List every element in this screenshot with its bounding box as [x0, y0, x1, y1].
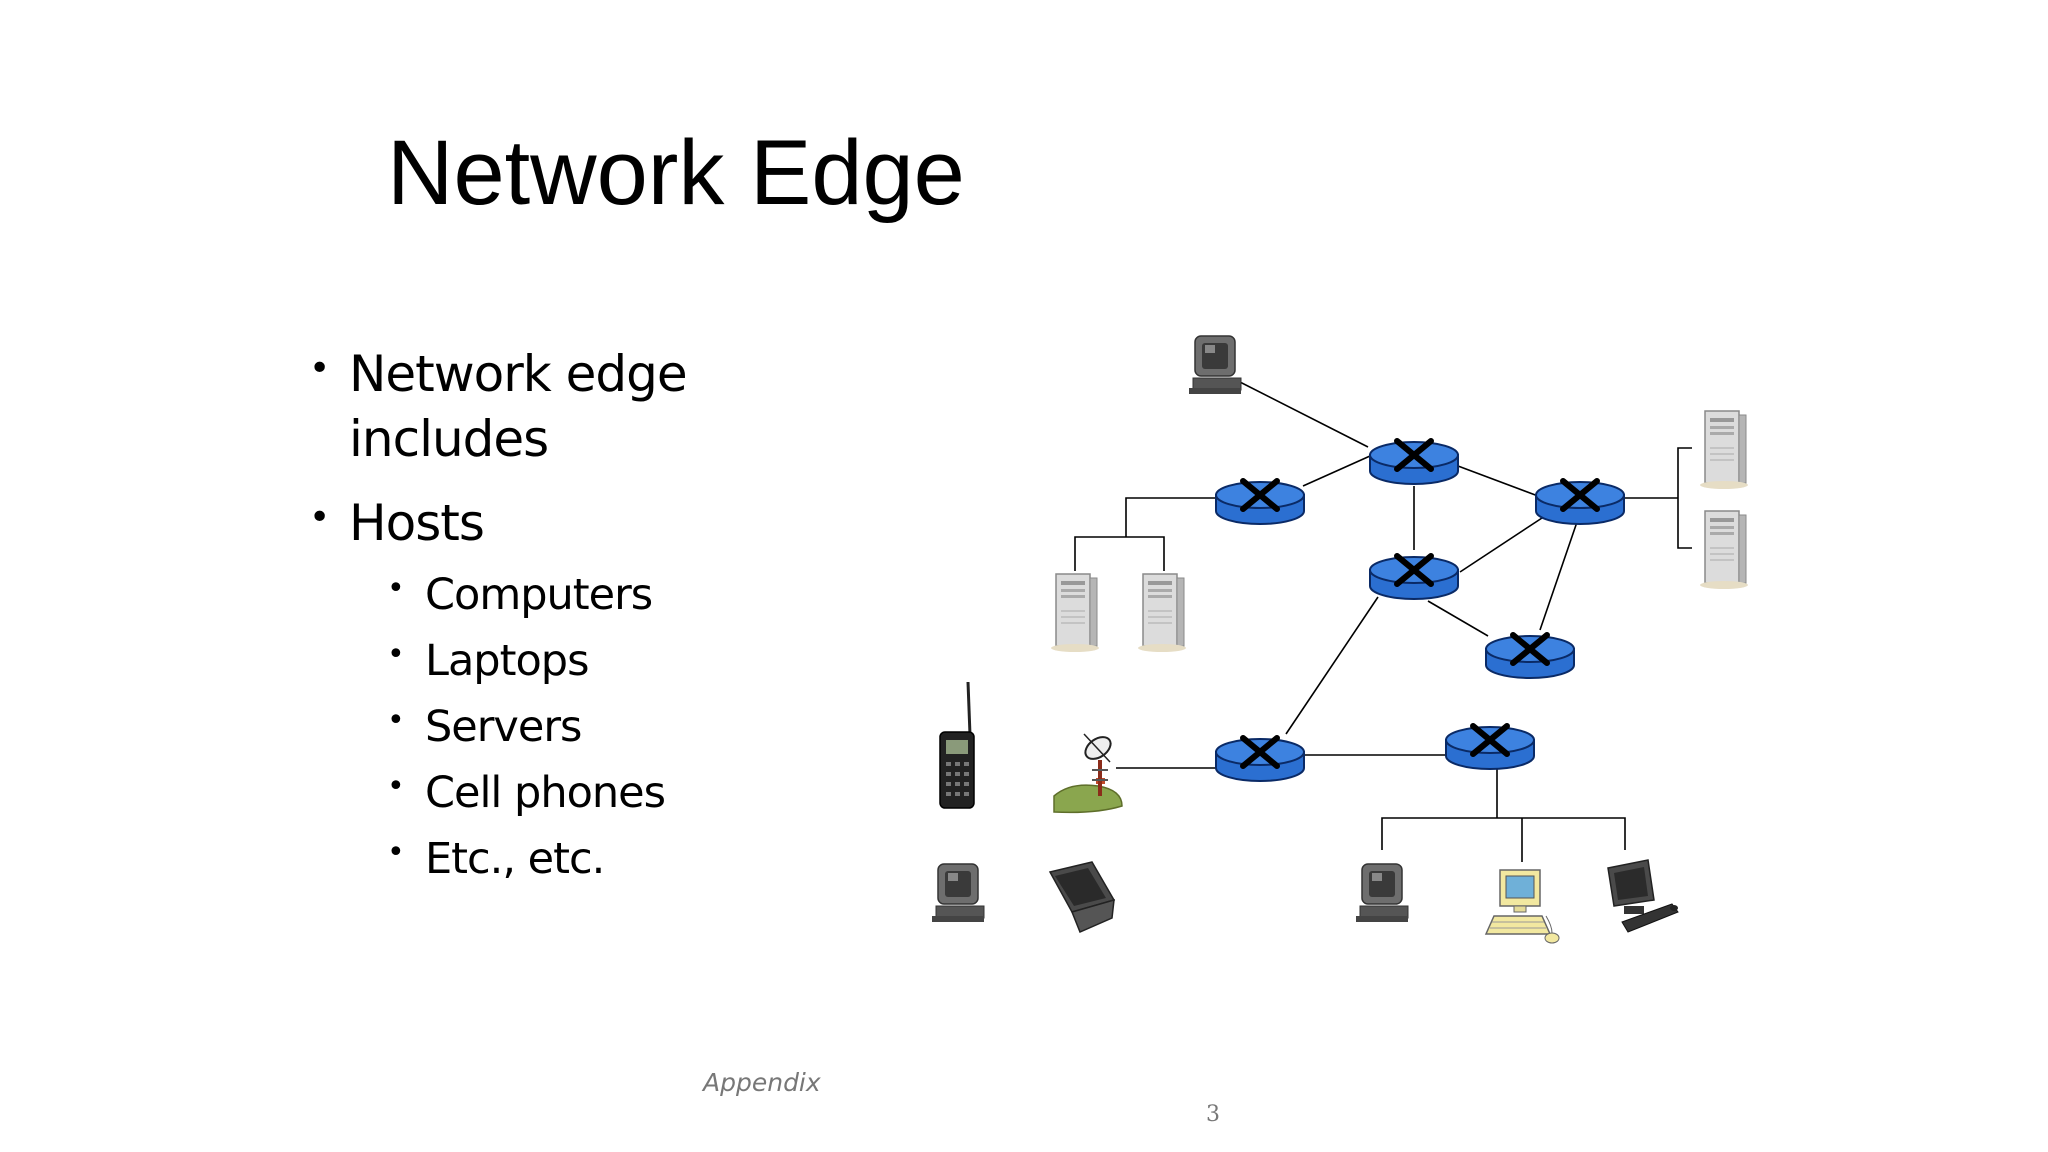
- bullet-hosts: • Hosts: [309, 491, 485, 556]
- router-icon: [1486, 635, 1574, 678]
- desktop-computer-icon: [1188, 335, 1242, 395]
- desktop-computer-icon: [931, 863, 985, 923]
- page-number: 3: [1206, 1102, 1220, 1127]
- sub-bullet-cell-phones: • Cell phones: [387, 765, 666, 821]
- bullet-dot: •: [387, 637, 405, 672]
- laptop-icon: [1048, 861, 1116, 933]
- cell-phone-icon: [939, 681, 975, 809]
- router-icon: [1216, 738, 1304, 781]
- sub-bullet-text: Etc., etc.: [425, 834, 605, 884]
- bullet-dot: •: [387, 703, 405, 738]
- sub-bullet-etc: • Etc., etc.: [387, 831, 605, 887]
- sub-bullet-servers: • Servers: [387, 699, 582, 755]
- sub-bullet-text: Laptops: [425, 636, 589, 686]
- bullet-dot: •: [387, 571, 405, 606]
- router-icon: [1216, 481, 1304, 524]
- slide-footer: Appendix: [703, 1068, 821, 1097]
- bullet-network-edge: • Network edge includes: [309, 342, 688, 472]
- bullet-dot: •: [387, 769, 405, 804]
- bullet-dot: •: [309, 348, 330, 389]
- bullet-dot: •: [309, 497, 330, 538]
- server-icon: [1137, 573, 1187, 653]
- satellite-dish-icon: [1053, 733, 1123, 814]
- sub-bullet-computers: • Computers: [387, 567, 653, 623]
- server-icon: [1050, 573, 1100, 653]
- router-icon: [1536, 481, 1624, 524]
- sub-bullet-text: Cell phones: [425, 768, 666, 818]
- bullet-text: Hosts: [349, 494, 485, 552]
- sub-bullet-laptops: • Laptops: [387, 633, 589, 689]
- router-icon: [1370, 441, 1458, 484]
- bullet-text-line2: includes: [349, 410, 549, 468]
- bullet-dot: •: [387, 835, 405, 870]
- slide-title: Network Edge: [387, 122, 965, 224]
- desktop-computer-icon: [1607, 859, 1679, 933]
- desktop-computer-icon: [1355, 863, 1409, 923]
- sub-bullet-text: Computers: [425, 570, 653, 620]
- server-icon: [1699, 510, 1749, 590]
- bullet-text-line1: Network edge: [349, 345, 688, 403]
- sub-bullet-text: Servers: [425, 702, 582, 752]
- network-links: [1074, 380, 1692, 862]
- router-icon: [1446, 726, 1534, 769]
- workstation-icon: [1484, 869, 1560, 944]
- router-icon: [1370, 556, 1458, 599]
- server-icon: [1699, 410, 1749, 490]
